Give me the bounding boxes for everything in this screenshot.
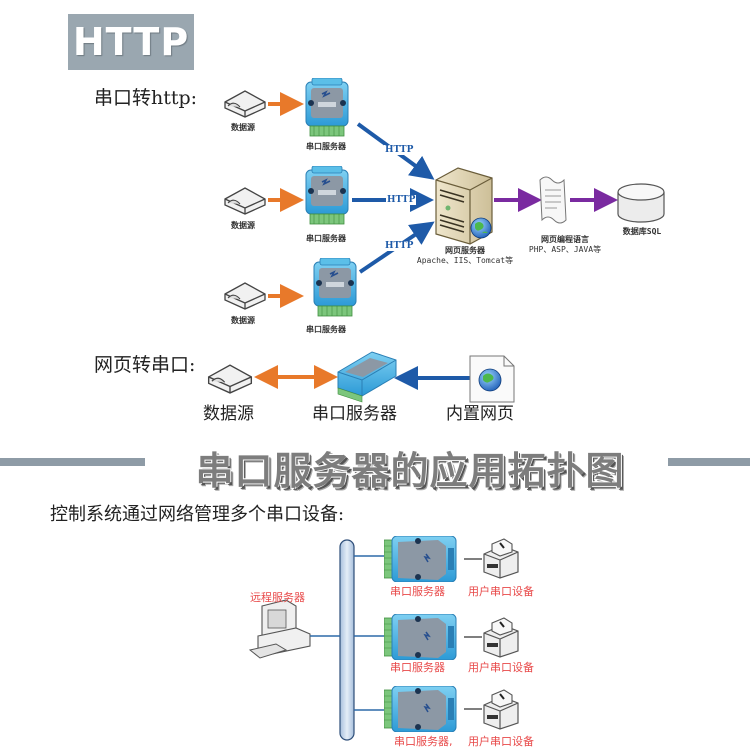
data-source-icon xyxy=(224,90,266,118)
section3-row-3 xyxy=(354,686,519,732)
banner-title: 串口服务器的应用拓扑图 xyxy=(195,449,625,493)
serial-server-icon xyxy=(384,536,457,582)
section3-heading: 控制系统通过网络管理多个串口设备: xyxy=(50,504,345,525)
section1-row-1 xyxy=(224,78,435,180)
data-source-icon xyxy=(207,364,253,394)
remote-server-computer-icon xyxy=(248,599,311,659)
network-bus xyxy=(339,539,355,741)
section3-row-1 xyxy=(354,536,519,582)
data-source-label: 数据源 xyxy=(203,404,254,424)
printer-icon xyxy=(483,538,519,579)
user-device-label: 用户串口设备 xyxy=(468,661,534,674)
printer-icon xyxy=(483,689,519,730)
section1-heading: 串口转http: xyxy=(94,87,198,109)
serial-server-label: 串口服务器 xyxy=(390,585,445,598)
http-arrow-label: HTTP xyxy=(386,195,417,205)
web-page-icon xyxy=(469,355,515,403)
section2-heading: 网页转串口: xyxy=(94,354,196,376)
data-source-label: 数据源 xyxy=(231,123,255,132)
serial-server-icon xyxy=(313,258,357,317)
data-source-icon xyxy=(224,187,266,215)
serial-server-label: 串口服务器 xyxy=(390,661,445,674)
section3-row-2 xyxy=(354,614,519,660)
serial-server-label: 串口服务器 xyxy=(306,325,346,334)
globe-land xyxy=(475,222,488,233)
serial-server-label: 串口服务器 xyxy=(306,234,346,243)
data-source-icon xyxy=(224,282,266,310)
database-label: 数据库SQL xyxy=(622,227,662,236)
user-device-label: 用户串口设备 xyxy=(468,585,534,598)
script-language-label: 网页编程语言 xyxy=(541,235,589,244)
serial-server-label: 串口服务器, xyxy=(394,735,453,748)
serial-server-icon xyxy=(384,686,457,732)
web-page-label: 内置网页 xyxy=(446,404,514,424)
serial-server-icon xyxy=(384,614,457,660)
http-arrow-label: HTTP xyxy=(384,145,415,155)
script-document-icon xyxy=(539,176,567,224)
http-badge: HTTP xyxy=(68,14,194,70)
script-language-sublabel: PHP、ASP、JAVA等 xyxy=(528,245,602,254)
serial-server-icon xyxy=(305,78,349,137)
data-source-label: 数据源 xyxy=(231,221,255,230)
serial-server-label: 串口服务器 xyxy=(306,142,346,151)
web-server-sublabel: Apache、IIS、Tomcat等 xyxy=(416,256,514,265)
serial-server-iso-icon xyxy=(337,351,397,403)
data-source-label: 数据源 xyxy=(231,316,255,325)
serial-server-label: 串口服务器 xyxy=(312,404,397,424)
http-arrow-label: HTTP xyxy=(384,241,415,251)
web-server-label: 网页服务器 xyxy=(445,246,485,255)
serial-server-icon xyxy=(305,166,349,225)
banner-line-right xyxy=(668,458,750,466)
banner-line-left xyxy=(0,458,145,466)
database-icon xyxy=(617,183,665,223)
user-device-label: 用户串口设备 xyxy=(468,735,534,748)
printer-icon xyxy=(483,617,519,658)
remote-server-label: 远程服务器 xyxy=(250,591,305,604)
